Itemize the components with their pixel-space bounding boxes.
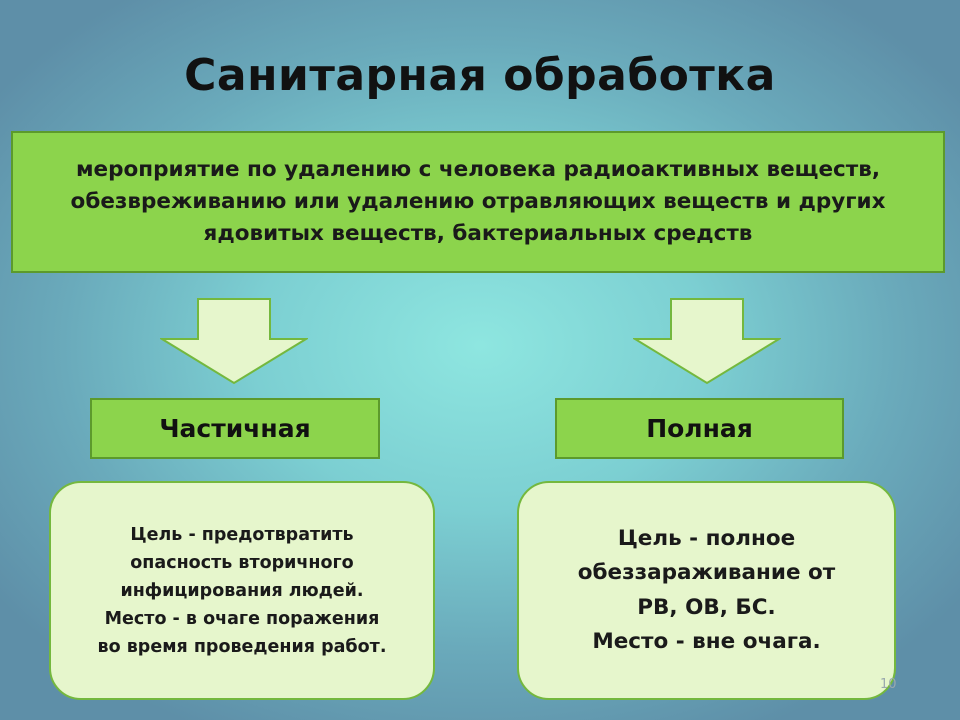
full-goal-box: Цель - полное обеззараживание от РВ, ОВ,… [517,481,896,700]
partial-goal-line: во время проведения работ. [97,636,387,657]
arrow-down-icon [160,298,308,385]
partial-goal-line: инфицирования людей. [120,580,364,601]
full-type-box: Полная [555,398,844,459]
full-goal-line: РВ, ОВ, БС. [637,594,776,620]
full-goal-line: Цель - полное [617,525,796,551]
partial-goal-line: Цель - предотвратить [130,524,354,545]
partial-goal-line: опасность вторичного [130,552,354,573]
arrow-down-icon [633,298,781,385]
page-number: 10 [880,677,897,692]
full-goal-line: обеззараживание от [577,560,836,586]
definition-line: ядовитых веществ, бактериальных средств [203,221,753,247]
definition-line: мероприятие по удалению с человека радио… [75,156,880,182]
full-type-label: Полная [646,414,753,443]
partial-goal-text: Цель - предотвратить опасность вторичног… [98,521,387,661]
partial-type-box: Частичная [90,398,380,459]
full-goal-text: Цель - полное обеззараживание от РВ, ОВ,… [578,522,836,660]
partial-goal-line: Место - в очаге поражения [104,608,380,629]
slide-title: Санитарная обработка [184,50,776,101]
definition-text: мероприятие по удалению с человека радио… [71,154,886,251]
definition-box: мероприятие по удалению с человека радио… [11,131,945,273]
definition-line: обезвреживанию или удалению отравляющих … [70,188,886,214]
partial-goal-box: Цель - предотвратить опасность вторичног… [49,481,435,700]
full-goal-line: Место - вне очага. [592,628,821,654]
partial-type-label: Частичная [159,414,311,443]
